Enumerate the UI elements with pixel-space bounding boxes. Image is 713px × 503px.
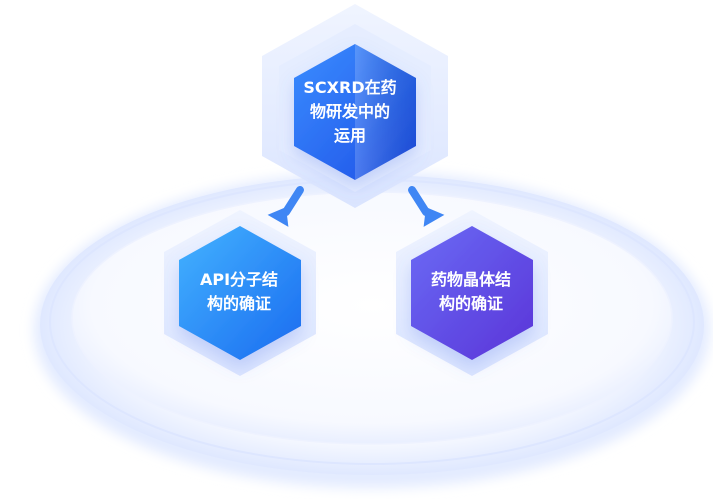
left-node-label: API分子结 构的确证 [172, 268, 306, 316]
platform [34, 172, 710, 488]
top-node-line-1: SCXRD在药 [303, 78, 397, 97]
arrow-left [267, 186, 304, 227]
right-node [396, 210, 548, 376]
top-node-label: SCXRD在药 物研发中的 运用 [290, 76, 410, 148]
right-node-line-2: 构的确证 [438, 294, 503, 313]
left-node [164, 210, 316, 376]
top-node-line-2: 物研发中的 [309, 102, 390, 121]
right-node-label: 药物晶体结 构的确证 [404, 268, 538, 316]
left-node-line-2: 构的确证 [206, 294, 271, 313]
top-node [262, 4, 448, 208]
right-node-line-1: 药物晶体结 [430, 270, 511, 289]
left-node-line-1: API分子结 [199, 270, 279, 289]
arrow-right [408, 186, 445, 227]
top-node-line-3: 运用 [333, 126, 366, 145]
